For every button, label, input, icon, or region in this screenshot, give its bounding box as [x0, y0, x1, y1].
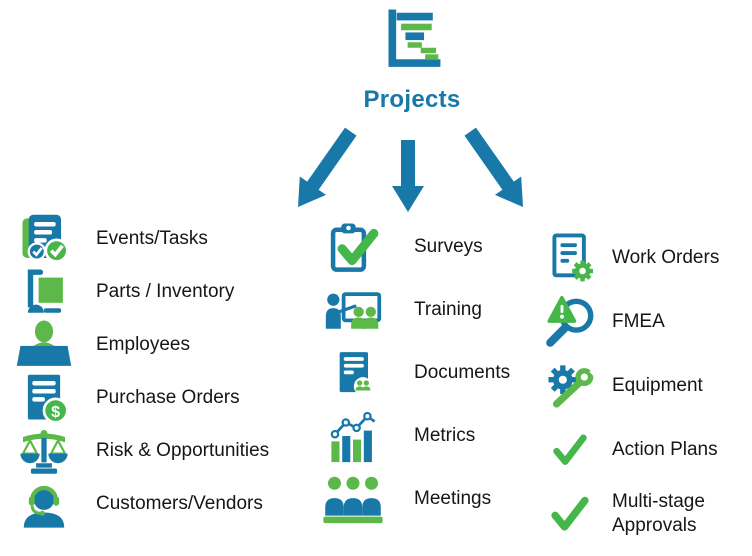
item-label: Work Orders — [612, 247, 720, 269]
page-title: Projects — [363, 86, 461, 113]
item-label: Meetings — [414, 487, 492, 509]
item-label: Training — [414, 298, 482, 320]
clipboard-check-icon — [322, 220, 384, 274]
item-label: FMEA — [612, 311, 665, 333]
item-work-orders: Work Orders — [542, 226, 744, 290]
item-action-plans: Action Plans — [542, 418, 744, 482]
column-right: Work Orders FMEA — [542, 226, 744, 546]
item-parts-inventory: Parts / Inventory — [12, 265, 269, 318]
column-left: Events/Tasks Parts / Inventory — [12, 212, 269, 530]
item-multi-stage-approvals: Multi-stage Approvals — [542, 482, 744, 546]
item-documents: Documents — [322, 341, 510, 404]
item-label: Purchase Orders — [96, 386, 240, 408]
item-label: Documents — [414, 361, 511, 383]
gear-wrench-icon — [542, 360, 598, 412]
item-equipment: Equipment — [542, 354, 744, 418]
item-risk-opportunities: Risk & Opportunities — [12, 424, 269, 477]
item-label: Surveys — [414, 235, 483, 257]
item-label: Events/Tasks — [96, 227, 208, 249]
gantt-chart-icon — [377, 6, 447, 77]
item-label: Equipment — [612, 375, 703, 397]
item-metrics: Metrics — [322, 404, 510, 467]
item-fmea: FMEA — [542, 290, 744, 354]
bar-line-chart-icon — [322, 409, 384, 463]
document-people-icon — [322, 348, 384, 398]
item-events-tasks: Events/Tasks — [12, 212, 269, 265]
hand-truck-icon — [12, 266, 76, 318]
balance-scale-icon — [12, 425, 76, 477]
item-label: Multi-stage Approvals — [612, 491, 705, 536]
item-training: Training — [322, 278, 510, 341]
item-meetings: Meetings — [322, 467, 510, 530]
item-label: Action Plans — [612, 439, 718, 461]
item-label: Risk & Opportunities — [96, 439, 270, 461]
item-label: Customers/Vendors — [96, 492, 263, 514]
arrow-down-right-icon — [464, 127, 523, 207]
arrow-down-left-icon — [298, 127, 357, 207]
people-group-icon — [322, 474, 384, 524]
svg-text:$: $ — [51, 402, 60, 420]
support-agent-icon — [12, 478, 76, 530]
magnifier-warning-icon — [542, 294, 598, 350]
checkmark-icon — [542, 496, 598, 532]
item-label: Employees — [96, 333, 190, 355]
item-employees: Employees — [12, 318, 269, 371]
employee-desk-icon — [12, 320, 76, 370]
item-customers-vendors: Customers/Vendors — [12, 477, 269, 530]
column-middle: Surveys Training — [322, 215, 510, 530]
checkmark-icon — [542, 434, 598, 466]
flow-arrows — [298, 127, 523, 212]
item-label: Metrics — [414, 424, 476, 446]
document-dollar-icon: $ — [12, 372, 76, 424]
presenter-audience-icon — [322, 287, 384, 333]
item-purchase-orders: $ Purchase Orders — [12, 371, 269, 424]
arrow-down-icon — [392, 140, 424, 212]
document-gear-icon — [542, 231, 598, 285]
item-label: Parts / Inventory — [96, 280, 235, 302]
item-surveys: Surveys — [322, 215, 510, 278]
tasks-checklist-icon — [12, 213, 76, 265]
